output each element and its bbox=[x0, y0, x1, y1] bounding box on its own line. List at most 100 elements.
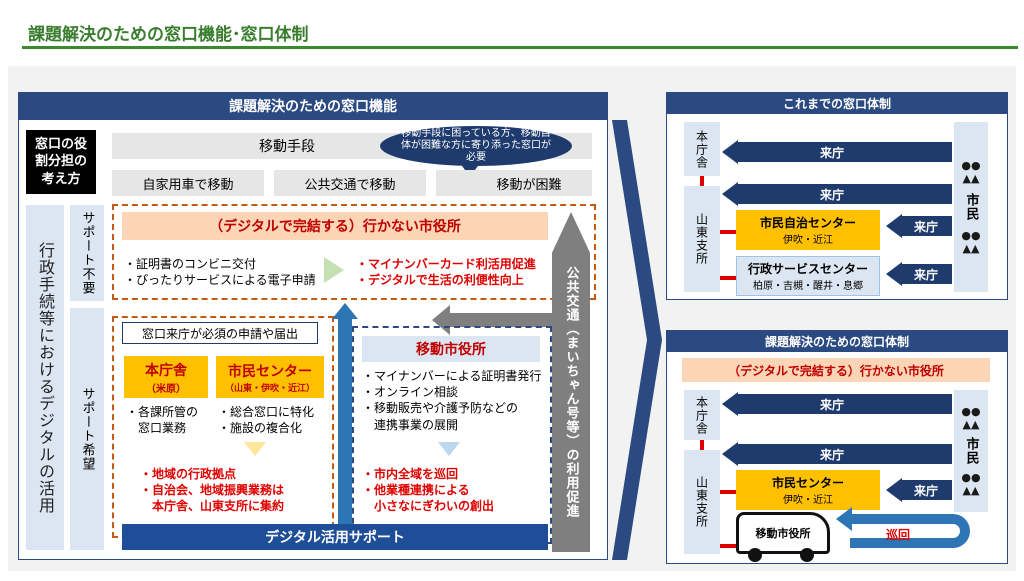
prev-arrow-gyosei-label: 来庁 bbox=[914, 268, 939, 282]
next-honcho: 本庁舎 bbox=[684, 390, 720, 440]
bus-wheel-left bbox=[748, 548, 762, 562]
bus-icon: 移動市役所 bbox=[736, 512, 830, 554]
digital-arrow bbox=[324, 257, 344, 283]
honcho-items: ・各課所管の 窓口業務 bbox=[126, 404, 198, 436]
prev-honcho: 本庁舎 bbox=[684, 122, 720, 176]
mobile-title: 移動市役所 bbox=[362, 336, 540, 362]
down-triangle-blue bbox=[438, 442, 460, 456]
people-icon: ●●▲▲ bbox=[961, 159, 981, 185]
digital-item: ・証明書のコンビニ交付 bbox=[124, 257, 257, 271]
support-no-label: サポート不要 bbox=[70, 205, 104, 301]
next-citizens: ●●▲▲ 市民 ●●▲▲ bbox=[954, 390, 988, 512]
prev-red-2 bbox=[720, 276, 736, 280]
prev-arrow-jichi bbox=[902, 216, 952, 236]
bottom-red-items: ・地域の行政拠点 ・自治会、地域振興業務は 本庁舎、山東支所に集約 bbox=[140, 466, 284, 515]
side-digital-text: 行政手続等におけるデジタルの活用 bbox=[36, 241, 55, 514]
prev-arrow-gyosei bbox=[902, 264, 952, 284]
next-shimin-sub: 伊吹・近江 bbox=[783, 495, 833, 506]
shimin-items: ・総合窓口に特化 ・施設の複合化 bbox=[218, 404, 314, 436]
prev-jichi-sub: 伊吹・近江 bbox=[783, 235, 833, 246]
shimin-card: 市民センター （山東・伊吹・近江） bbox=[216, 356, 324, 398]
honcho-sub: （米原） bbox=[146, 383, 186, 395]
digital-red-item: ・デジタルで生活の利便性向上 bbox=[356, 273, 524, 288]
prev-citizens-text: 市民 bbox=[963, 193, 979, 221]
junkai-arrow-head bbox=[836, 507, 852, 531]
bus-label: 移動市役所 bbox=[755, 527, 811, 540]
down-triangle-yellow bbox=[244, 442, 266, 456]
shimin-name: 市民センター bbox=[228, 363, 312, 380]
honcho-card: 本庁舎 （米原） bbox=[124, 356, 208, 398]
prev-red-link bbox=[700, 176, 704, 186]
prev-arrow-santo-label: 来庁 bbox=[820, 188, 845, 202]
next-shimin-card: 市民センター 伊吹・近江 bbox=[736, 470, 880, 510]
mobile-red-items: ・市内全域を巡回 ・他業種連携による 小さなにぎわいの創出 bbox=[362, 466, 494, 515]
bus-wheel-right bbox=[800, 548, 814, 562]
honcho-item: 窓口業務 bbox=[126, 421, 187, 436]
mobile-red-item: ・市内全域を巡回 bbox=[362, 467, 459, 481]
transit-bar: 公共交通（まいちゃん号等）の利用促進 bbox=[552, 212, 590, 552]
digital-item: ・ぴったりサービスによる電子申請 bbox=[124, 273, 316, 288]
page-title: 課題解決のための窓口機能･窓口体制 bbox=[28, 25, 309, 45]
junkai-loop bbox=[850, 514, 970, 548]
shimin-item: ・施設の複合化 bbox=[218, 421, 303, 436]
transit-text: 公共交通（まいちゃん号等）の利用促進 bbox=[563, 266, 579, 518]
next-santo: 山東支所 bbox=[684, 450, 720, 554]
prev-honcho-text: 本庁舎 bbox=[694, 129, 709, 169]
transit-arrow bbox=[448, 313, 552, 327]
shimin-sub: （山東・伊吹・近江） bbox=[224, 383, 315, 394]
digital-red-item: ・マイナンバーカード利活用促進 bbox=[356, 257, 536, 271]
next-arrow-shimin-label: 来庁 bbox=[914, 484, 939, 498]
next-digital-title: （デジタルで完結する）行かない市役所 bbox=[682, 358, 990, 382]
digital-support-bar: デジタル活用サポート bbox=[122, 524, 548, 550]
mobile-red-item: 小さなにぎわいの創出 bbox=[362, 499, 495, 514]
support-arrow-head bbox=[332, 303, 358, 319]
mobile-item: ・マイナンバーによる証明書発行 bbox=[362, 369, 542, 383]
mobile-red-item: ・他業種連携による bbox=[362, 483, 470, 498]
people-icon: ●●▲▲ bbox=[961, 471, 981, 497]
next-arrow-santo bbox=[738, 444, 952, 464]
digital-red-items: ・マイナンバーカード利活用促進 ・デジタルで生活の利便性向上 bbox=[356, 256, 536, 288]
col-car: 自家用車で移動 bbox=[112, 170, 264, 196]
required-title: 窓口来庁が必須の申請や届出 bbox=[122, 322, 318, 344]
side-digital-label: 行政手続等におけるデジタルの活用 bbox=[26, 205, 64, 550]
mobile-item: ・移動販売や介護予防などの bbox=[362, 401, 519, 416]
prev-jichi-name: 市民自治センター bbox=[759, 216, 856, 230]
next-header: 課題解決のための窓口体制 bbox=[666, 330, 1008, 352]
next-arrow-honcho-label: 来庁 bbox=[820, 398, 845, 412]
digital-title: （デジタルで完結する）行かない市役所 bbox=[122, 212, 548, 240]
prev-gyosei-sub: 柏原・吉槻・醒井・息郷 bbox=[753, 281, 863, 292]
prev-arrow-honcho-label: 来庁 bbox=[820, 146, 845, 160]
next-red-2 bbox=[720, 544, 736, 548]
support-yes-text: サポート希望 bbox=[79, 387, 95, 471]
bottom-red-item: 本庁舎、山東支所に集約 bbox=[140, 499, 285, 514]
mobile-items: ・マイナンバーによる証明書発行 ・オンライン相談 ・移動販売や介護予防などの 連… bbox=[362, 368, 541, 433]
shimin-item: ・総合窓口に特化 bbox=[218, 405, 315, 419]
support-yes-label: サポート希望 bbox=[70, 308, 104, 550]
bubble-note: 移動手段に困っている方、移動自体が困難な方に寄り添った窓口が必要 bbox=[380, 126, 572, 166]
prev-santo-text: 山東支所 bbox=[694, 213, 709, 265]
people-icon: ●●▲▲ bbox=[961, 229, 981, 255]
title-rule bbox=[22, 46, 1018, 49]
next-santo-text: 山東支所 bbox=[694, 476, 709, 528]
next-red-1 bbox=[720, 490, 736, 494]
prev-arrow-santo bbox=[738, 184, 952, 204]
honcho-name: 本庁舎 bbox=[145, 362, 187, 379]
prev-header: これまでの窓口体制 bbox=[666, 92, 1008, 114]
honcho-item: ・各課所管の bbox=[126, 405, 199, 419]
people-icon: ●●▲▲ bbox=[961, 405, 981, 431]
bottom-red-item: ・自治会、地域振興業務は bbox=[140, 483, 285, 498]
next-arrow-santo-label: 来庁 bbox=[820, 448, 845, 462]
prev-citizens: ●●▲▲ 市民 ●●▲▲ bbox=[954, 122, 988, 292]
next-citizens-text: 市民 bbox=[963, 437, 979, 465]
support-no-text: サポート不要 bbox=[79, 211, 95, 295]
col-difficult: 移動が困難 bbox=[436, 170, 592, 196]
functions-header: 課題解決のための窓口機能 bbox=[18, 92, 608, 120]
prev-gyosei-name: 行政サービスセンター bbox=[747, 262, 868, 276]
mobile-item: 連携事業の展開 bbox=[362, 417, 459, 432]
junkai-label: 巡回 bbox=[886, 528, 911, 542]
support-vertical bbox=[338, 318, 352, 528]
col-public: 公共交通で移動 bbox=[274, 170, 426, 196]
prev-jichi-card: 市民自治センター 伊吹・近江 bbox=[736, 210, 880, 250]
next-honcho-text: 本庁舎 bbox=[694, 395, 709, 435]
next-red-link bbox=[700, 440, 704, 450]
